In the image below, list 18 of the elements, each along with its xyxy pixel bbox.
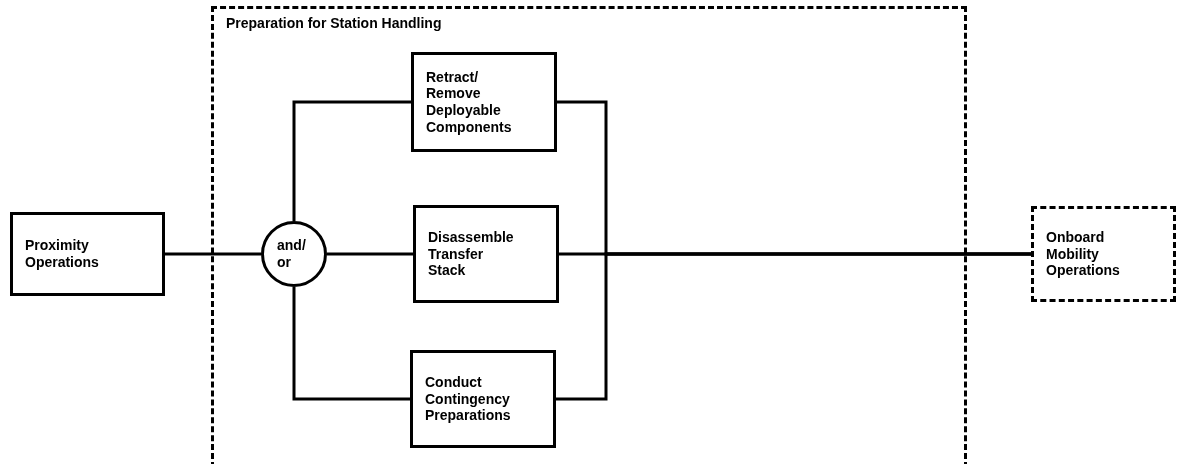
node-label: Disassemble Transfer Stack [428,229,515,279]
process-box [413,205,559,303]
connector-line [292,287,410,401]
connector-line [556,252,1031,401]
node-label: and/ or [277,237,307,271]
node-label: Onboard Mobility Operations [1046,229,1121,279]
process-box [10,212,165,296]
node-label: Proximity Operations [25,237,100,271]
group-heading: Preparation for Station Handling [226,15,442,32]
dashed-process-box [1031,206,1176,302]
dashed-group-box [211,6,967,464]
connector-line [292,100,411,221]
process-box [410,350,556,448]
process-box [411,52,557,152]
connector-line [165,252,261,256]
connector-line [327,252,413,256]
node-label: Conduct Contingency Preparations [425,374,512,424]
node-label: Retract/ Remove Deployable Components [426,68,513,136]
